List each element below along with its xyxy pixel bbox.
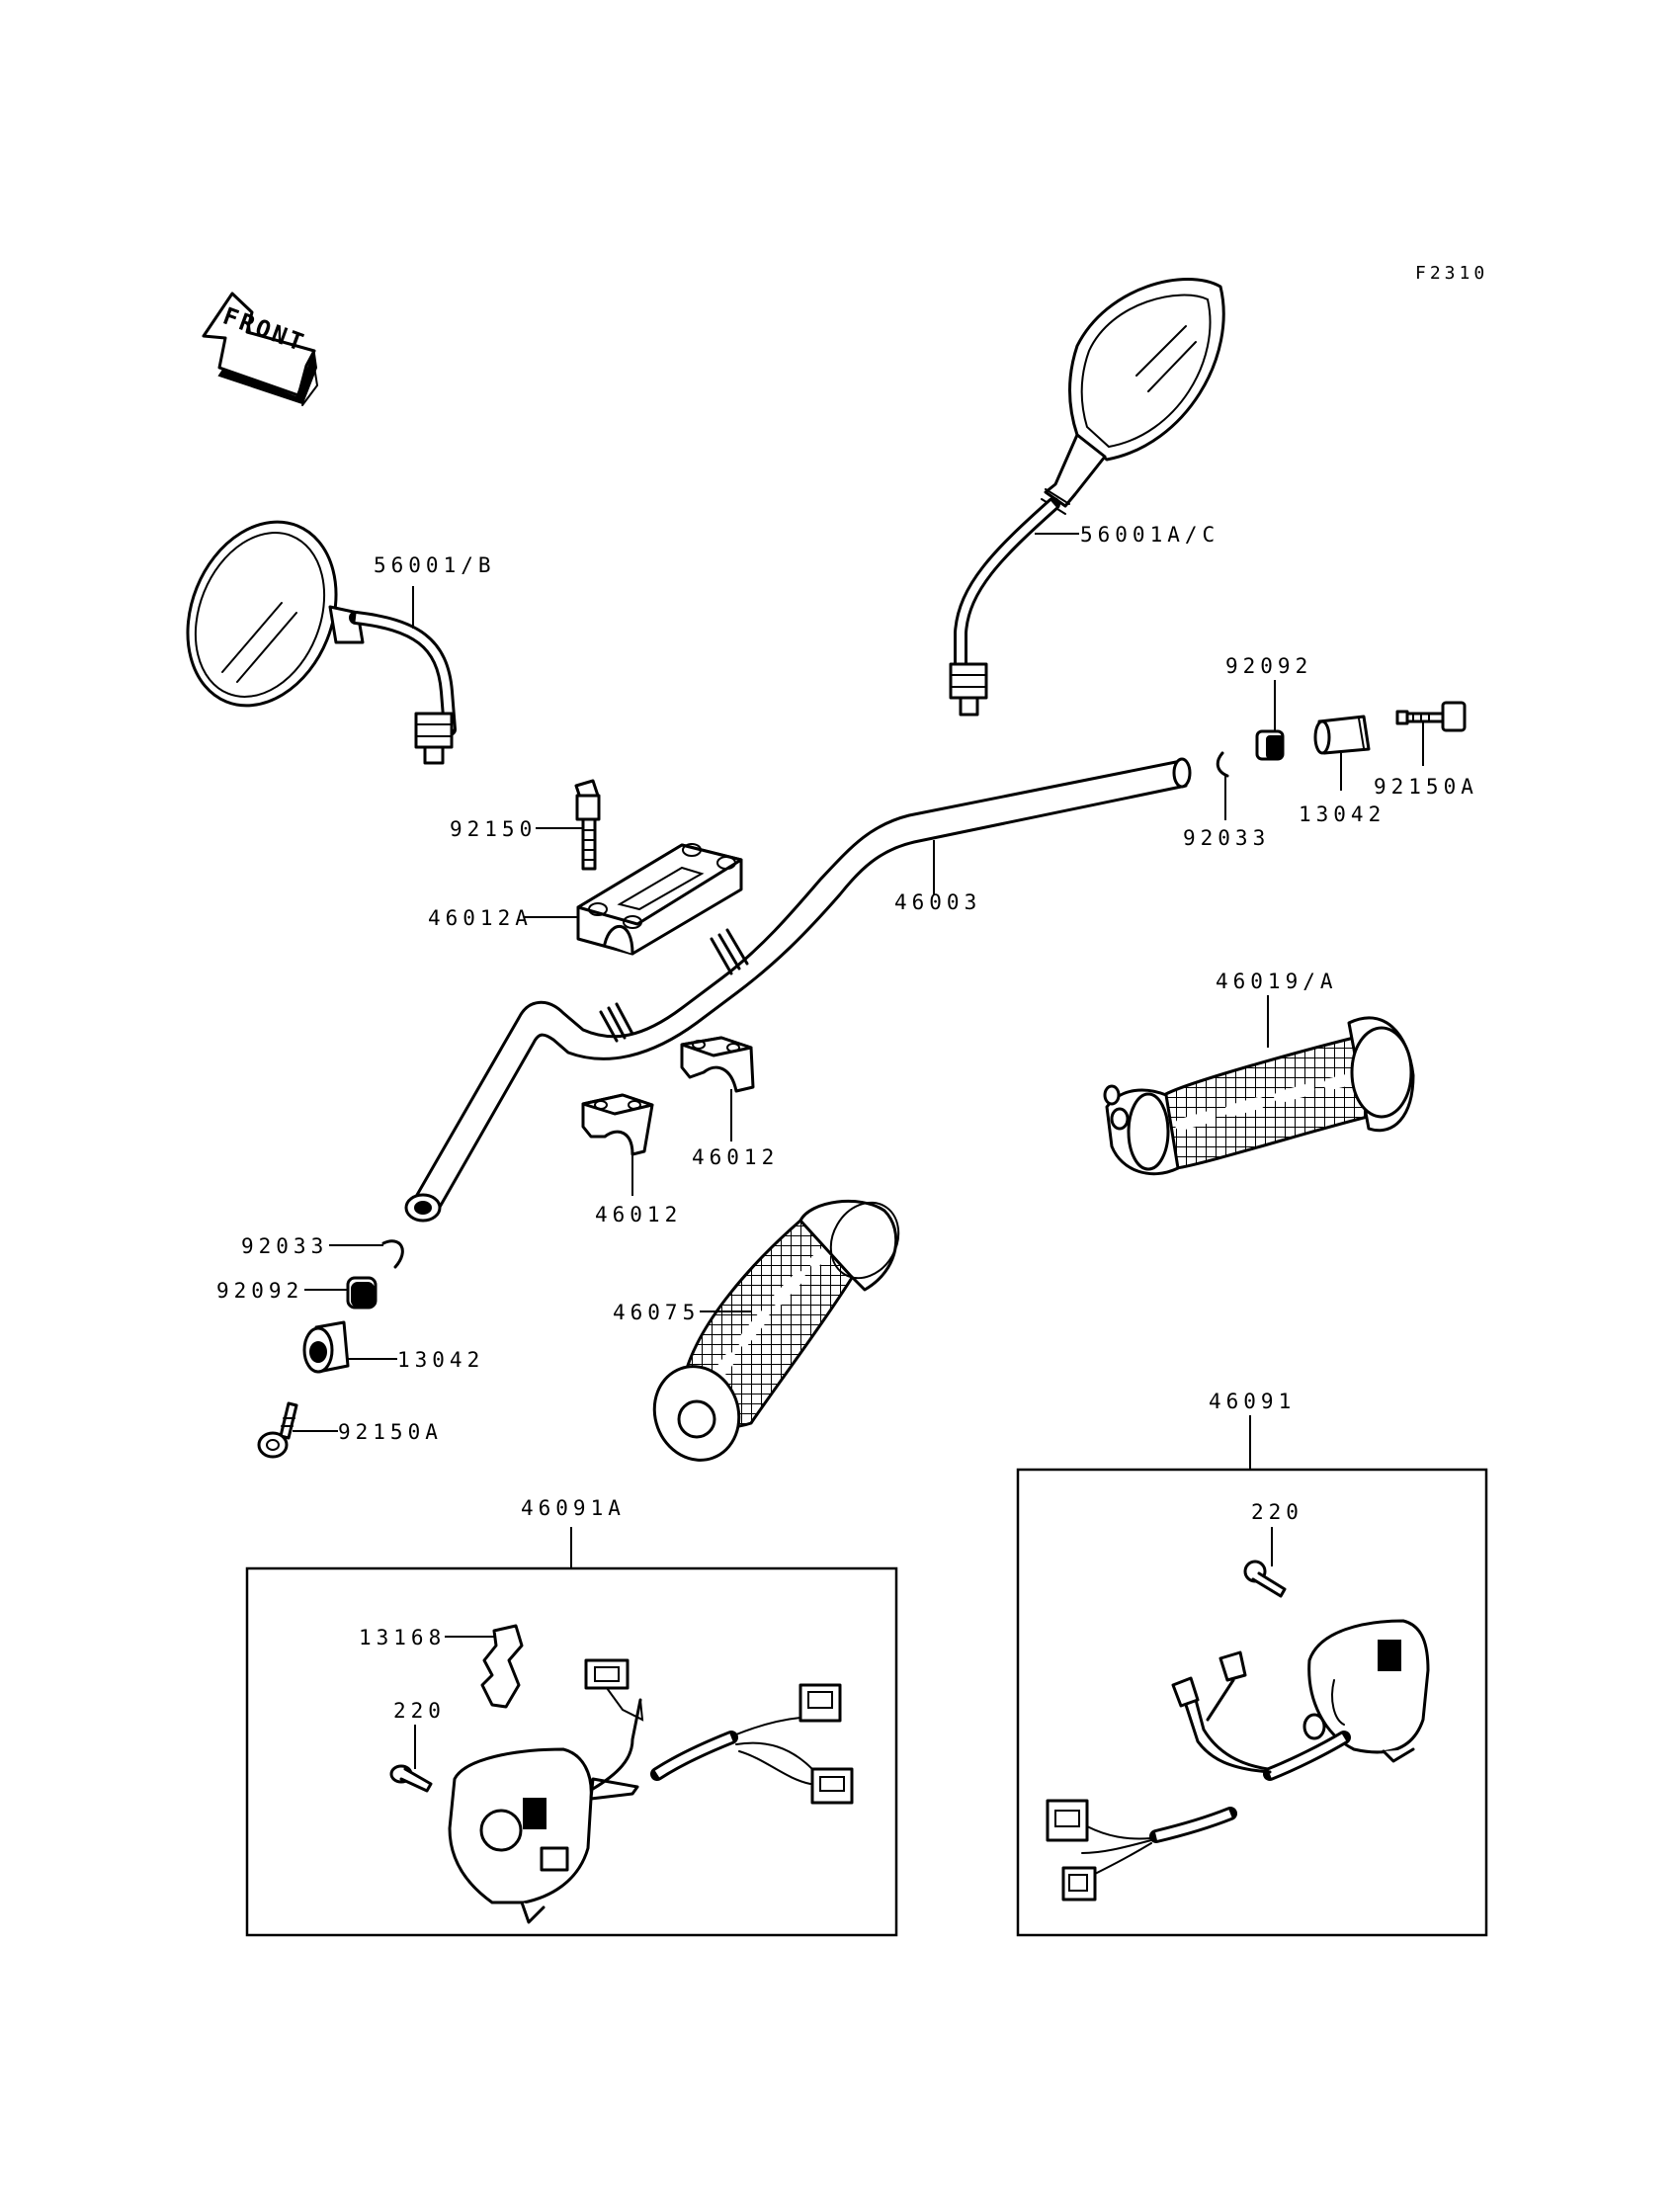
label-weight-92092-left: 92092 [216,1279,303,1303]
grip-right [1103,1016,1415,1176]
label-bolt-92150a-left: 92150A [338,1420,443,1444]
label-mirror-right: 56001A/C [1080,523,1219,547]
label-bolt-92150a-right: 92150A [1374,775,1478,799]
label-switch-left: 46091A [521,1496,626,1520]
weight-92092-left [346,1276,378,1310]
label-switch-right: 46091 [1209,1390,1296,1413]
weight-92092-right [1255,729,1285,761]
label-bolt-92150: 92150 [450,817,537,841]
weight-13042-right [1313,715,1371,755]
label-weight-92092-right: 92092 [1225,654,1312,678]
clamp-13168 [480,1624,524,1709]
screw-220-right [1243,1560,1287,1598]
label-mirror-left: 56001/B [374,553,496,577]
label-holder-46012-left: 46012 [595,1203,682,1226]
label-weight-13042-left: 13042 [397,1348,484,1372]
holder-46012-left [581,1093,654,1156]
switch-housing-left [448,1698,642,1924]
clip-92033-left [381,1239,404,1269]
screw-220-left [389,1764,433,1793]
label-grip-left: 46075 [613,1301,700,1324]
label-screw-220-left: 220 [393,1699,446,1723]
weight-13042-left [302,1320,350,1374]
label-handlebar: 46003 [894,890,981,914]
connector-left-1 [584,1658,644,1722]
bolt-92150 [574,779,601,871]
holder-46012-right [680,1036,755,1093]
label-clip-92033-right: 92033 [1183,826,1270,850]
grip-left [652,1199,900,1462]
switch-46091-box [1016,1468,1488,1937]
diagram-code: F2310 [1415,263,1488,284]
bolt-92150a-right [1395,701,1467,732]
front-arrow-icon: FRONT [202,292,319,406]
clip-92033-right [1216,751,1229,778]
holder-46012a [576,843,743,956]
handlebar [404,757,1192,1223]
label-grip-right: 46019/A [1216,970,1338,993]
mirror-right [949,278,1225,717]
label-clip-92033-left: 92033 [241,1234,328,1258]
label-screw-220-right: 220 [1251,1500,1303,1524]
label-holder-46012a: 46012A [428,906,533,930]
switch-housing-right [1263,1619,1430,1781]
mirror-left [186,520,457,765]
label-clamp-13168: 13168 [359,1626,446,1649]
bolt-92150a-left [257,1401,298,1459]
wire-harness-left [650,1683,854,1805]
label-weight-13042-right: 13042 [1299,803,1386,826]
wire-harness-right [1046,1650,1272,1901]
label-holder-46012-right: 46012 [692,1145,779,1169]
